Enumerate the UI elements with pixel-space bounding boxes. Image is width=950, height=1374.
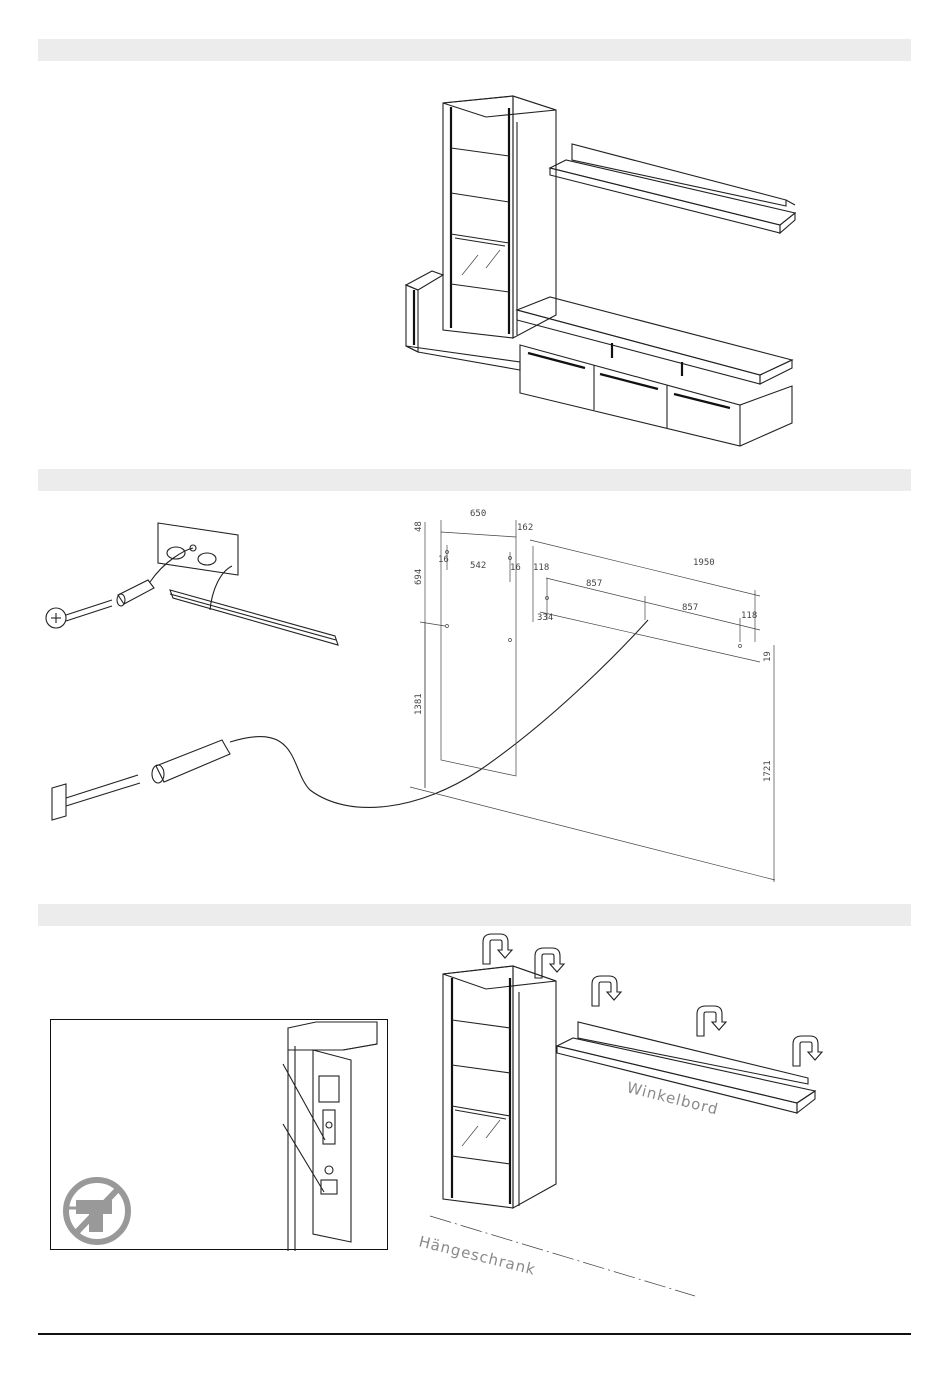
tv-shelf	[517, 297, 792, 384]
mounting-drawing: 650 48 162 1950 542 16 16 118 857 857 11…	[0, 470, 950, 900]
dim-542: 542	[470, 561, 486, 571]
wall-plug-icon	[117, 580, 154, 606]
dim-118a: 118	[533, 563, 549, 573]
wall-plug-large-icon	[152, 740, 230, 783]
footer-rule	[38, 1333, 911, 1335]
wall-shelf	[550, 144, 795, 233]
rotate-arrow-icon	[483, 934, 822, 1066]
dim-48: 48	[414, 521, 424, 532]
dim-19: 19	[763, 651, 773, 662]
dim-162: 162	[517, 523, 533, 533]
wall-unit-drawing	[0, 0, 950, 470]
cabinet-outline	[410, 520, 775, 882]
dim-334: 334	[537, 613, 553, 623]
dim-1721: 1721	[763, 760, 773, 782]
cabinet-label: Hängeschrank	[417, 1232, 538, 1278]
hanging-cabinet	[443, 966, 556, 1208]
dim-16a: 16	[438, 555, 449, 565]
dim-857b: 857	[682, 603, 698, 613]
dim-1950: 1950	[693, 558, 715, 568]
dim-694: 694	[414, 569, 424, 585]
dim-16b: 16	[510, 563, 521, 573]
dim-650: 650	[470, 509, 486, 519]
no-drill-icon	[66, 1180, 128, 1242]
overview-illustration	[0, 0, 950, 470]
hook-screw-icon	[52, 775, 140, 820]
dim-118b: 118	[741, 611, 757, 621]
hanger-detail-drawing	[51, 1020, 389, 1251]
section-3-bar	[38, 904, 911, 926]
shelf-label: Winkelbord	[625, 1078, 720, 1118]
mounting-dimensions: 650 48 162 1950 542 16 16 118 857 857 11…	[0, 470, 950, 900]
wall-rail-icon	[158, 523, 338, 645]
lowboard	[520, 343, 792, 446]
dim-857a: 857	[586, 579, 602, 589]
screw-icon	[46, 600, 112, 628]
hanger-detail-inset	[50, 1019, 388, 1250]
dim-1381: 1381	[414, 693, 424, 715]
